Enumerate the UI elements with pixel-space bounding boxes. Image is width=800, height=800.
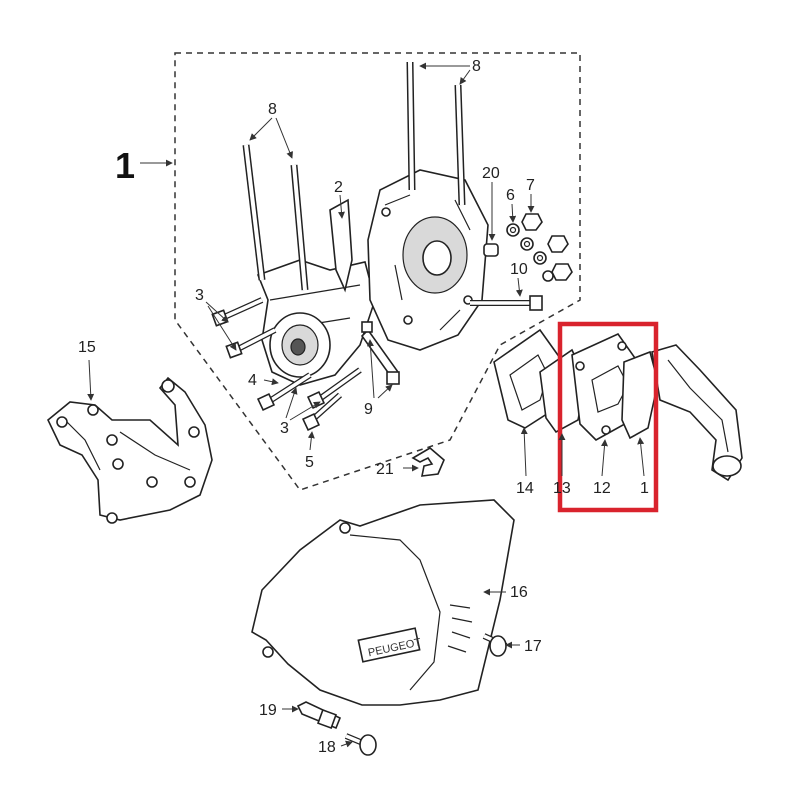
label-20: 20: [482, 165, 500, 182]
label-11: 1: [640, 480, 649, 497]
label-3-top: 3: [195, 287, 204, 304]
leader-lines: [87, 62, 645, 748]
label-4: 4: [248, 372, 257, 389]
cover-screws: [296, 633, 508, 756]
left-studs: [242, 144, 309, 291]
washers-and-nuts: [506, 213, 573, 282]
retaining-clip: [411, 447, 445, 477]
label-19: 19: [259, 702, 277, 719]
dowel-pin: [483, 243, 499, 257]
highlight-box: [557, 321, 659, 513]
callout-labels: 8 8 2 20 6 7 10 3 4 3 5 9 15 21 14 13 12…: [78, 58, 649, 756]
label-17: 17: [524, 638, 542, 655]
flywheel-cover: PEUGEOT: [251, 499, 515, 706]
label-13: 13: [553, 480, 571, 497]
label-18: 18: [318, 739, 336, 756]
label-21: 21: [376, 461, 394, 478]
gasket-11: [621, 350, 659, 440]
label-3-bottom: 3: [280, 420, 289, 437]
crankcase-gasket: [329, 198, 353, 293]
label-6: 6: [506, 187, 515, 204]
long-bolt: [470, 295, 543, 311]
assembly-dashed-outline: [174, 52, 581, 491]
label-16: 16: [510, 584, 528, 601]
engine-mount-bracket: [47, 376, 213, 524]
right-crankcase-half: [367, 169, 489, 351]
right-studs: [406, 61, 466, 206]
label-8-left: 8: [268, 101, 277, 118]
label-10: 10: [510, 261, 528, 278]
label-15: 15: [78, 339, 96, 356]
label-8-right: 8: [472, 58, 481, 75]
label-5: 5: [305, 454, 314, 471]
left-crankcase-half: [256, 259, 376, 386]
label-14: 14: [516, 480, 534, 497]
label-7: 7: [526, 177, 535, 194]
label-2: 2: [334, 179, 343, 196]
assembly-label: 1: [115, 145, 135, 186]
label-9: 9: [364, 401, 373, 418]
label-12: 12: [593, 480, 611, 497]
intake-manifold: [651, 344, 743, 482]
